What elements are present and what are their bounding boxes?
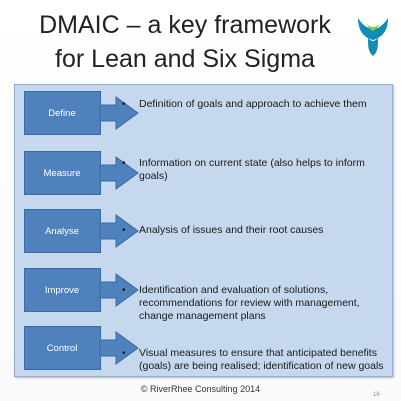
step-arrow-shape (24, 268, 139, 312)
step-description-text: Visual measures to ensure that anticipat… (139, 347, 384, 372)
step-label: Measure (43, 167, 81, 179)
step-description-text: Information on current state (also helps… (139, 157, 365, 182)
step-description-text: Analysis of issues and their root causes (139, 224, 324, 236)
bullet: • (122, 99, 126, 110)
step-define: Define (24, 91, 140, 135)
step-arrow-shape (24, 326, 139, 370)
title-line-2: for Lean and Six Sigma (55, 45, 315, 73)
title-line-1: DMAIC – a key framework (39, 11, 331, 39)
dmaic-panel: Define • Definition of goals and approac… (14, 84, 393, 377)
step-control: Control (24, 326, 140, 370)
step-description-text: Definition of goals and approach to achi… (139, 98, 367, 110)
step-analyse: Analyse (24, 209, 140, 253)
page-number: 16 (373, 392, 380, 398)
bullet: • (122, 158, 126, 169)
slide-title: DMAIC – a key framework for Lean and Six… (20, 8, 350, 76)
step-description-text: Identification and evaluation of solutio… (139, 284, 360, 322)
step-arrow-shape (24, 151, 139, 195)
copyright-footer: © RiverRhee Consulting 2014 (140, 384, 261, 394)
step-improve: Improve (24, 268, 140, 312)
bullet: • (122, 225, 126, 236)
step-label: Define (48, 107, 76, 119)
step-arrow-shape (24, 209, 139, 253)
step-measure: Measure (24, 151, 140, 195)
step-label: Analyse (45, 225, 79, 237)
bullet: • (122, 348, 126, 359)
step-arrow-shape (24, 91, 139, 135)
riverrhee-logo-icon (355, 14, 391, 58)
step-label: Improve (44, 284, 80, 296)
bullet: • (122, 285, 126, 296)
step-label: Control (46, 342, 78, 354)
